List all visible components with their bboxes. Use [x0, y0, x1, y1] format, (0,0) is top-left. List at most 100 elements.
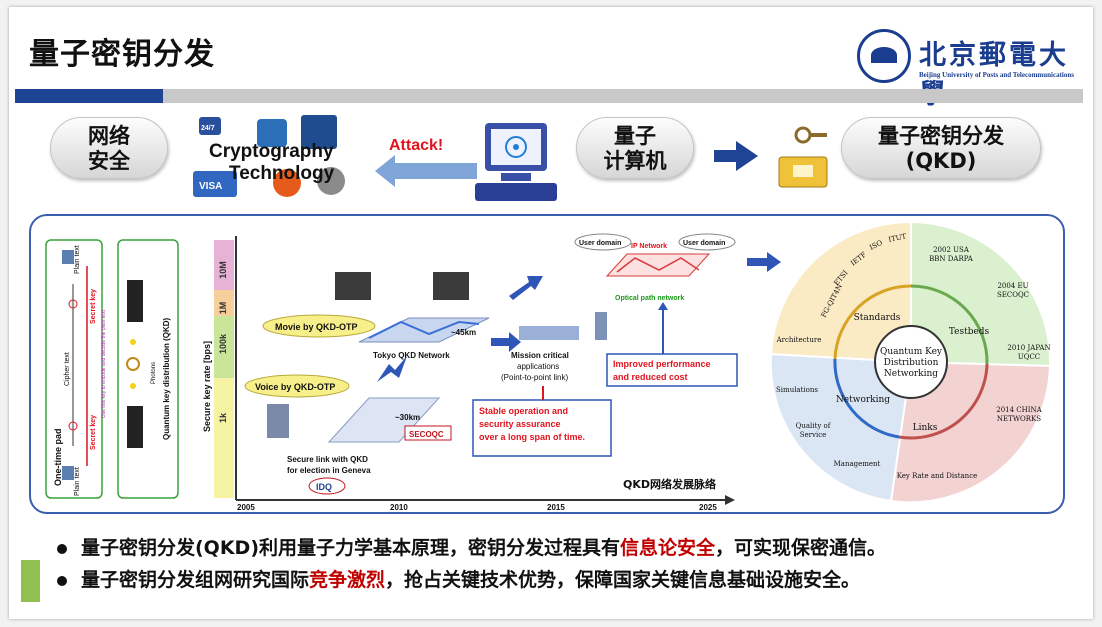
net-simulations: Simulations	[776, 386, 818, 394]
idq-label: IDQ	[316, 482, 332, 492]
plain-text-bottom: Plain text	[74, 467, 81, 496]
center-line3: Networking	[884, 369, 938, 379]
clock-badge: 24/7	[201, 125, 215, 132]
bullet-item: 量子密钥分发(QKD)利用量子力学基本原理，密钥分发过程具有信息论安全，可实现保…	[19, 532, 1079, 564]
qkd-device-icon	[127, 406, 143, 448]
diagram-panel: One-time pad Plain text Plain text Ciphe…	[29, 214, 1065, 514]
net-qos-1: Quality of	[796, 422, 832, 430]
center-line2: Distribution	[884, 358, 939, 368]
tower-icon	[595, 312, 607, 340]
secret-key-bottom: Secret key	[90, 415, 97, 450]
x-tick-2015: 2015	[547, 503, 565, 512]
standards-arc	[833, 284, 912, 360]
logo-english-name: Beijing University of Posts and Telecomm…	[919, 71, 1074, 79]
otp-label: One-time pad	[53, 428, 63, 486]
secoqc-badge	[404, 425, 452, 441]
bullet-item: 量子密钥分发组网研究国际竞争激烈，抢占关键技术优势，保障国家关键信息基础设施安全…	[19, 564, 1079, 596]
key-instruction: Use this key to encode and decode the pl…	[101, 310, 107, 418]
ip-network-label: IP Network	[631, 243, 667, 250]
stable-line2: security assurance	[479, 419, 561, 429]
mission-line1: Mission critical	[511, 351, 569, 360]
title-bar-accent	[15, 89, 163, 103]
fire-icon	[273, 169, 301, 197]
pill-quantum-computer: 量子 计算机	[576, 117, 694, 179]
improved-box	[606, 353, 738, 387]
pill-qkd: 量子密钥分发 (QKD)	[841, 117, 1041, 179]
arrow-up-right-icon	[509, 276, 543, 300]
qkd-device-icon	[127, 280, 143, 322]
university-emblem-icon	[857, 29, 911, 83]
idq-logo-icon	[308, 477, 346, 495]
net-management: Management	[834, 460, 881, 468]
pill-line: (QKD)	[905, 149, 977, 173]
voice-label: Voice by QKD-OTP	[255, 382, 335, 392]
level-band-1m	[214, 290, 234, 316]
net-architecture: Architecture	[776, 336, 822, 344]
movie-cloud	[262, 314, 376, 338]
tb-usa-2: BBN DARPA	[929, 255, 974, 263]
photons-label: Photons	[151, 362, 157, 384]
tb-usa-1: 2002 USA	[933, 246, 970, 254]
arrow-left-icon	[375, 155, 395, 187]
one-time-pad-box	[45, 239, 103, 499]
arrow-right-icon	[714, 141, 758, 171]
ylevel-10m: 10M	[218, 261, 228, 279]
km45-label: ~45km	[451, 328, 476, 337]
bullet-text: ，可实现保密通信。	[715, 537, 887, 559]
x-tick-2005: 2005	[237, 503, 255, 512]
networking-arc	[833, 358, 900, 439]
user-domain-cloud	[678, 233, 736, 251]
page-title: 量子密钥分发	[29, 37, 215, 72]
photon-icon	[130, 339, 136, 345]
title-bar	[163, 89, 1083, 103]
inner-links: Links	[913, 423, 938, 433]
testbeds-sector	[910, 220, 1052, 368]
wheel-center	[874, 325, 948, 399]
mission-line3: (Point-to-point link)	[501, 373, 568, 382]
plain-text-top: Plain text	[74, 245, 81, 274]
green-accent-bar	[21, 560, 40, 602]
tb-eu-1: 2004 EU	[997, 282, 1028, 290]
pill-line: 网络	[88, 124, 130, 148]
ip-network-plane	[605, 253, 711, 277]
movie-label: Movie by QKD-OTP	[275, 322, 358, 332]
inner-standards: Standards	[854, 313, 901, 323]
secret-key-top: Secret key	[90, 289, 97, 324]
arrow-right-icon	[491, 332, 521, 352]
level-band-1k	[214, 378, 234, 498]
university-logo: 北京郵電大學 Beijing University of Posts and T…	[857, 29, 1077, 110]
stable-line3: over a long span of time.	[479, 432, 585, 442]
geneva-line1: Secure link with QKD	[287, 455, 368, 464]
screen-icon	[62, 466, 74, 480]
clock-icon	[199, 117, 221, 135]
ylevel-100k: 100k	[218, 333, 228, 354]
y-axis-title: Secure key rate [bps]	[202, 341, 212, 432]
pill-network-security: 网络 安全	[50, 117, 168, 179]
links-sector	[889, 360, 1052, 504]
crypto-label-line2: Technology	[229, 163, 335, 184]
lock-icon	[317, 167, 345, 195]
inner-networking: Networking	[836, 395, 890, 405]
pill-line: 量子	[614, 124, 656, 148]
tokyo-links	[368, 320, 480, 339]
building-icon	[519, 326, 579, 340]
bullet-text: 量子密钥分发(QKD)利用量子力学基本原理，密钥分发过程具有	[81, 537, 621, 559]
center-line1: Quantum Key	[880, 347, 943, 357]
qkd-networking-wheel: Quantum Key Distribution Networking Stan…	[769, 220, 1052, 504]
std-itut: ITUT	[888, 232, 908, 244]
photon-coil-icon	[126, 357, 140, 371]
tokyo-label: Tokyo QKD Network	[373, 351, 450, 360]
secoqc-label: SECOQC	[409, 430, 444, 439]
user-domain-left: User domain	[579, 240, 621, 247]
diagram-canvas: One-time pad Plain text Plain text Ciphe…	[45, 220, 1052, 512]
x-tick-2025: 2025	[699, 503, 717, 512]
ip-links	[616, 257, 700, 273]
x-tick-2010: 2010	[390, 503, 408, 512]
km30-label: ~30km	[395, 413, 420, 422]
links-arc	[898, 363, 989, 440]
x-axis-arrow-icon	[725, 495, 735, 505]
tb-eu-2: SECOQC	[997, 291, 1029, 299]
bullet-dot-icon	[57, 576, 67, 586]
card-badge: VISA	[199, 181, 222, 192]
stable-line1: Stable operation and	[479, 406, 568, 416]
